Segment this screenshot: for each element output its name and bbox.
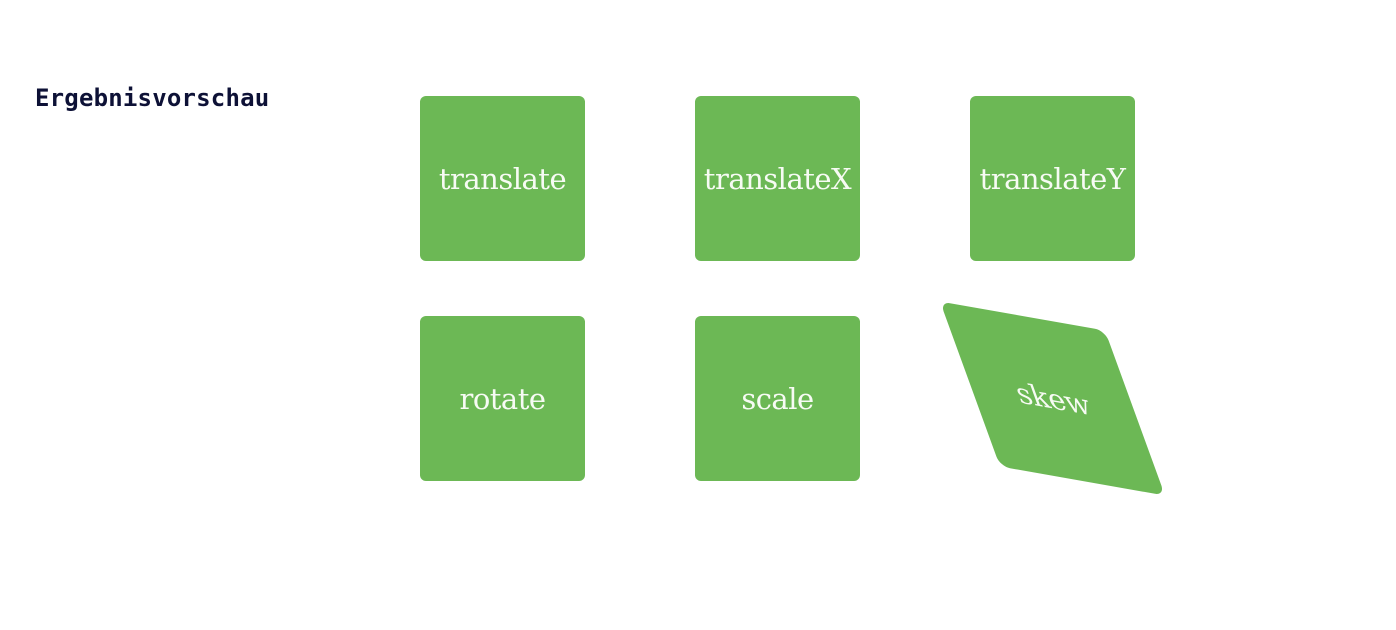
transform-box-translatey: translateY	[970, 96, 1135, 261]
box-label: skew	[1010, 375, 1095, 422]
box-label: translate	[438, 161, 567, 196]
box-label: scale	[741, 381, 814, 416]
transform-box-translatex: translateX	[695, 96, 860, 261]
transform-box-scale: scale	[695, 316, 860, 481]
transform-box-rotate: rotate	[420, 316, 585, 481]
page-title: Ergebnisvorschau	[35, 84, 270, 112]
result-preview: translate translateX translateY rotate s…	[350, 60, 1250, 570]
box-label: translateX	[703, 161, 852, 196]
box-label: rotate	[459, 381, 546, 416]
transform-box-translate: translate	[420, 96, 585, 261]
box-label: translateY	[979, 161, 1126, 196]
transform-box-skew: skew	[939, 301, 1166, 496]
